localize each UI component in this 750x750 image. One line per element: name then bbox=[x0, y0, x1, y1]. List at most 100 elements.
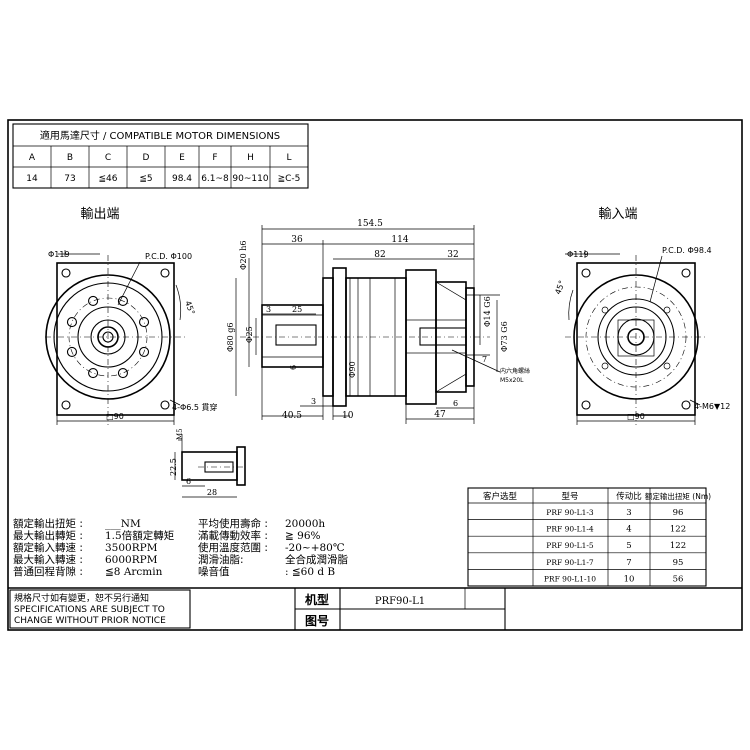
ratio-table-cell: PRF 90-L1-3 bbox=[546, 508, 594, 517]
dim-3b: 3 bbox=[311, 397, 316, 406]
input-square: □90 bbox=[627, 412, 645, 421]
dim-6b: 6 bbox=[453, 399, 458, 408]
spec-value: 3500RPM bbox=[105, 542, 158, 554]
motor-table-value: ≦5 bbox=[139, 174, 152, 184]
ratio-table-header: 额定输出扭矩 (Nm) bbox=[645, 491, 711, 501]
ratio-table-cell: 7 bbox=[626, 558, 631, 568]
dim-47: 47 bbox=[434, 410, 446, 420]
output-end-view: Φ119 P.C.D. Φ100 45° 4-Φ6.5 貫穿 □90 bbox=[45, 250, 218, 425]
motor-table-value: 90~110 bbox=[232, 174, 268, 184]
bolt-hole bbox=[117, 295, 128, 307]
input-dia-119: Φ119 bbox=[567, 250, 589, 259]
spec-value: ≧ 96% bbox=[285, 530, 320, 542]
motor-table-header: B bbox=[67, 153, 73, 163]
screw-note: 内六角螺絲 bbox=[500, 367, 530, 375]
model-label: 机型 bbox=[305, 592, 329, 607]
spec-value: 1.5倍額定轉矩 bbox=[105, 529, 174, 542]
notice-line-2: SPECIFICATIONS ARE SUBJECT TO bbox=[14, 605, 165, 615]
input-end-label: 輸入端 bbox=[598, 207, 637, 222]
ratio-table-cell: PRF 90-L1-7 bbox=[546, 558, 594, 567]
bolt-hole bbox=[88, 295, 99, 307]
motor-table-value: 98.4 bbox=[172, 174, 192, 184]
spec-value: 全合成潤滑脂 bbox=[285, 553, 348, 566]
output-pcd: P.C.D. Φ100 bbox=[145, 252, 192, 261]
ratio-table-header: 传动比 bbox=[616, 491, 642, 502]
ratio-table-cell: 122 bbox=[670, 541, 686, 551]
spec-label: 平均使用壽命 : bbox=[198, 517, 268, 530]
spec-label: 噪音值 bbox=[198, 565, 230, 578]
input-end-view: Φ119 P.C.D. Φ98.4 45° 4-M6▼12 □90 bbox=[553, 246, 730, 425]
spec-label: 使用溫度范圍 : bbox=[198, 541, 268, 554]
dim-82: 82 bbox=[374, 250, 385, 260]
output-end-label: 輸出端 bbox=[80, 207, 119, 222]
spec-label: 普通回程背隙 : bbox=[13, 565, 83, 578]
spec-label: 最大輸出轉矩 : bbox=[13, 529, 83, 542]
spec-label: 額定輸出扭矩 : bbox=[13, 517, 83, 530]
bolt-hole bbox=[88, 367, 99, 379]
bolt-hole bbox=[138, 317, 150, 328]
input-angle: 45° bbox=[553, 279, 566, 295]
spec-label: 潤滑油脂: bbox=[198, 553, 244, 566]
motor-table-header: D bbox=[143, 153, 150, 163]
motor-table-header: A bbox=[29, 153, 36, 163]
key-22-5: 22.5 bbox=[169, 458, 178, 476]
input-taps: 4-M6▼12 bbox=[694, 402, 730, 411]
dim-shaft-length: 36 bbox=[291, 235, 303, 245]
output-angle: 45° bbox=[183, 300, 196, 316]
ratio-table-cell: 4 bbox=[626, 525, 631, 535]
ratio-table-cell: 96 bbox=[673, 508, 684, 518]
ratio-table-cell: PRF 90-L1-5 bbox=[546, 541, 594, 550]
dim-10: 10 bbox=[342, 411, 354, 421]
key-m5: M5 bbox=[176, 428, 184, 440]
output-holes: 4-Φ6.5 貫穿 bbox=[172, 402, 218, 412]
drawing-label: 图号 bbox=[305, 613, 329, 628]
output-square: □90 bbox=[106, 412, 124, 421]
ratio-table-header: 客户选型 bbox=[483, 491, 518, 502]
side-section-view: 154.5 114 36 82 32 Φ20 h6 Φ80 g6 Φ25 Φ90… bbox=[226, 219, 530, 424]
motor-table-header: F bbox=[212, 153, 217, 163]
spec-label: 滿載傳動效率 : bbox=[198, 529, 268, 542]
dim-d80: Φ80 g6 bbox=[226, 323, 235, 353]
dim-7: 7 bbox=[482, 355, 487, 364]
dim-d14: Φ14 G6 bbox=[483, 296, 492, 327]
notice-line-1: 規格尺寸如有變更，恕不另行通知 bbox=[14, 592, 149, 604]
motor-table-value: 14 bbox=[26, 174, 38, 184]
ratio-table-cell: 3 bbox=[626, 508, 631, 518]
spec-value: 20000h bbox=[285, 518, 325, 530]
spec-value: ≦8 Arcmin bbox=[105, 566, 163, 578]
motor-table-header: H bbox=[247, 153, 254, 163]
dim-3a: 3 bbox=[266, 305, 271, 314]
ratio-table-cell: 122 bbox=[670, 525, 686, 535]
ratio-table-cell: PRF 90-L1-10 bbox=[544, 574, 596, 583]
bottom-title-block: 規格尺寸如有變更，恕不另行通知 SPECIFICATIONS ARE SUBJE… bbox=[8, 587, 742, 630]
dim-40-5: 40.5 bbox=[282, 411, 302, 421]
motor-table-value: 73 bbox=[64, 174, 75, 184]
dim-d73: Φ73 G6 bbox=[500, 321, 509, 352]
bolt-hole bbox=[117, 367, 128, 379]
bolt-hole bbox=[66, 317, 78, 328]
input-pcd: P.C.D. Φ98.4 bbox=[662, 246, 712, 255]
motor-table-value: ≦46 bbox=[99, 174, 118, 184]
bolt-hole bbox=[138, 346, 150, 357]
screw-size: M5x20L bbox=[500, 377, 524, 384]
notice-line-3: CHANGE WITHOUT PRIOR NOTICE bbox=[14, 616, 166, 626]
dim-32: 32 bbox=[447, 250, 458, 260]
dim-d20: Φ20 h6 bbox=[239, 240, 248, 270]
motor-table-value: ≧C-5 bbox=[278, 174, 301, 184]
dim-body-length: 114 bbox=[391, 235, 408, 245]
sheet-border bbox=[7, 119, 743, 631]
spec-label: 額定輸入轉速 : bbox=[13, 541, 83, 554]
ratio-table-cell: 5 bbox=[626, 541, 631, 551]
motor-table-header: L bbox=[286, 153, 291, 163]
ratio-table-cell: 56 bbox=[673, 574, 684, 584]
key-28: 28 bbox=[207, 488, 217, 497]
spec-label: 最大輸入轉速 : bbox=[13, 553, 83, 566]
dim-d25: Φ25 bbox=[245, 326, 254, 343]
key-6: 6 bbox=[186, 477, 191, 486]
spec-value: ___NM bbox=[105, 518, 141, 530]
